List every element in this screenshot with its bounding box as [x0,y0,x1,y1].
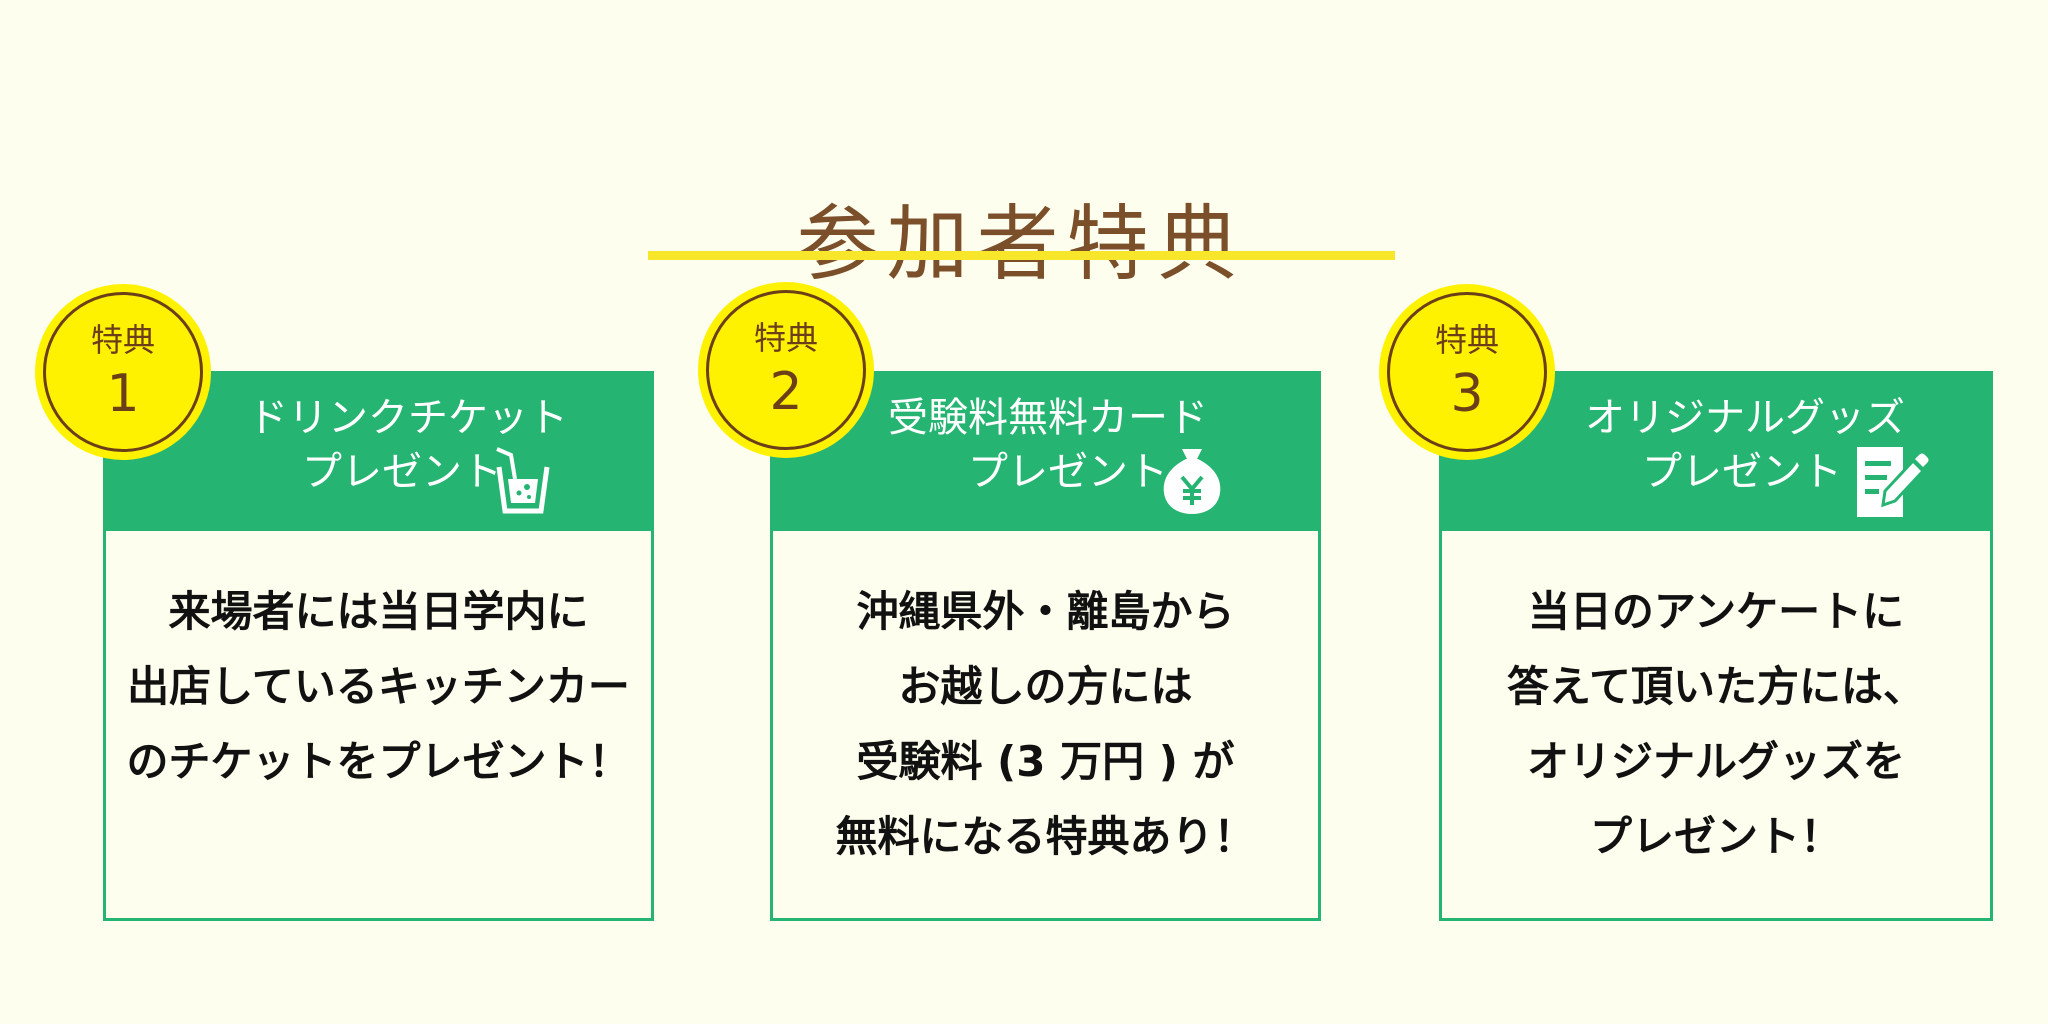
benefit-description: 来場者には当日学内に 出店しているキッチンカー のチケットをプレゼント！ [126,587,631,786]
benefit-badge-1: 特典 1 [35,284,211,460]
benefit-title-line1: ドリンクチケット [248,395,568,441]
benefit-card-header: ドリンクチケット プレゼント [103,371,654,531]
badge-label: 特典 [1434,321,1499,359]
benefit-card-2: 受験料無料カード プレゼント 沖縄県外・離島から お越しの方には 受験料 (3 … [770,371,1321,921]
benefit-card-1: ドリンクチケット プレゼント 来場者には当日学内に 出店しているキッチンカー の… [103,371,654,921]
badge-label: 特典 [753,319,818,357]
benefit-description: 沖縄県外・離島から お越しの方には 受験料 (3 万円 ) が 無料になる特典あ… [835,587,1256,861]
survey-document-pen-icon [1857,447,1929,517]
title-underline [648,251,1395,260]
benefit-title-line1: オリジナルグッズ [1585,395,1905,441]
badge-number: 2 [769,362,803,422]
drink-cup-icon [496,447,550,514]
badge-label: 特典 [90,321,155,359]
benefit-title-line2: プレゼント [1642,449,1842,495]
benefit-card-3: オリジナルグッズ プレゼント 当日のアンケートに 答えて頂いた方には、 オリジナ… [1439,371,1993,921]
benefit-description: 当日のアンケートに 答えて頂いた方には、 オリジナルグッズを プレゼント！ [1507,587,1925,861]
benefit-card-header: 受験料無料カード プレゼント [770,371,1321,531]
money-bag-yen-icon [1163,449,1221,514]
badge-number: 3 [1450,364,1484,424]
badge-number: 1 [106,364,140,424]
benefit-title-line2: プレゼント [302,449,502,495]
benefit-badge-2: 特典 2 [698,282,874,458]
benefit-badge-3: 特典 3 [1379,284,1555,460]
benefit-title-line2: プレゼント [968,449,1168,495]
benefit-title-line1: 受験料無料カード [888,395,1208,441]
page-title: 参加者特典 [796,196,1247,292]
